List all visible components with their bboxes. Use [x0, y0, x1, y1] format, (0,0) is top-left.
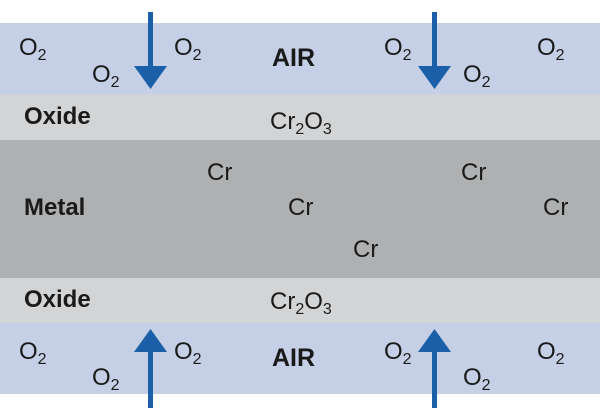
oxygen-molecule: O2	[19, 338, 47, 368]
chromium-atom: Cr	[461, 159, 487, 186]
oxygen-molecule: O2	[537, 34, 565, 64]
chromium-atom: Cr	[207, 159, 233, 186]
air-label-top: AIR	[272, 44, 316, 72]
oxygen-molecule: O2	[537, 338, 565, 368]
oxide-layer-top	[0, 94, 600, 140]
chromium-atom: Cr	[543, 194, 569, 221]
air-label-bottom: AIR	[272, 344, 316, 372]
arrow-down-icon	[418, 12, 451, 89]
arrow-up-icon	[418, 329, 451, 408]
oxygen-molecule: O2	[384, 34, 412, 64]
oxide-layer-bottom	[0, 278, 600, 323]
metal-layer	[0, 140, 600, 278]
arrow-up-icon	[134, 329, 167, 408]
chromium-atom: Cr	[353, 236, 379, 263]
chromium-oxide-formula-top: Cr2O3	[270, 108, 332, 138]
oxygen-molecule: O2	[174, 34, 202, 64]
oxide-label-bottom: Oxide	[24, 286, 91, 313]
oxygen-molecule: O2	[92, 61, 120, 91]
metal-label: Metal	[24, 194, 86, 221]
oxygen-molecule: O2	[92, 364, 120, 394]
oxygen-molecule: O2	[19, 34, 47, 64]
chromium-oxide-formula-bottom: Cr2O3	[270, 288, 332, 318]
arrow-down-icon	[134, 12, 167, 89]
chromium-atom: Cr	[288, 194, 314, 221]
oxygen-molecule: O2	[463, 364, 491, 394]
oxygen-molecule: O2	[463, 61, 491, 91]
oxygen-molecule: O2	[384, 338, 412, 368]
oxide-label-top: Oxide	[24, 103, 91, 130]
air-layer-top	[0, 23, 600, 94]
air-layer-bottom	[0, 323, 600, 394]
oxygen-molecule: O2	[174, 338, 202, 368]
